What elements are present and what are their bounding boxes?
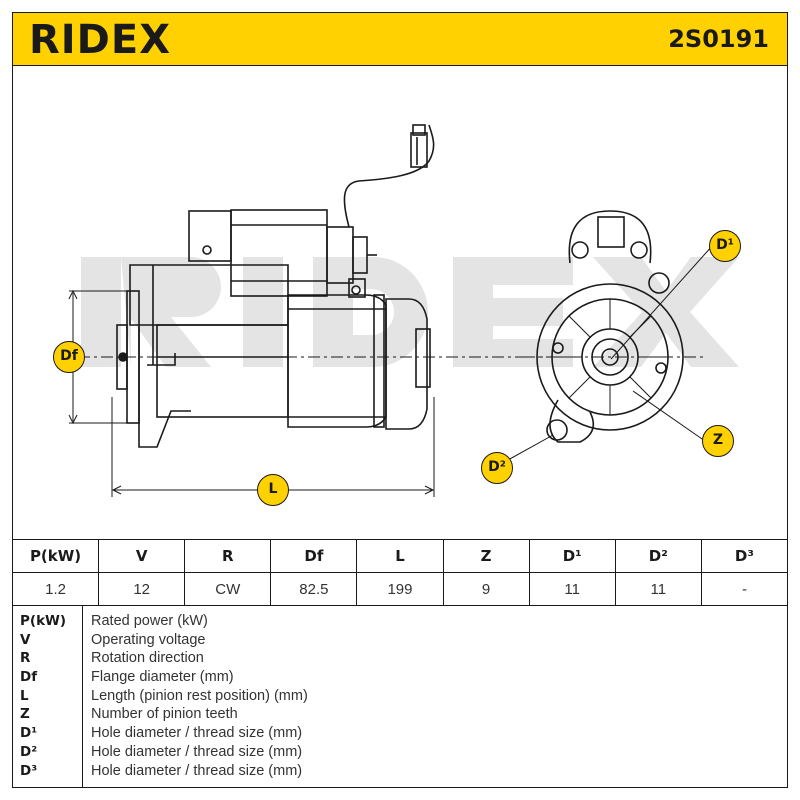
legend-key: D² <box>20 743 38 760</box>
specs-value-row: 1.2 12 CW 82.5 199 9 11 11 - <box>11 572 789 606</box>
value-d3: - <box>700 572 789 606</box>
legend-key: L <box>20 687 29 704</box>
legend-item: P(kW) Rated power (kW) <box>20 612 780 631</box>
dimension-badge-d1: D¹ <box>709 230 741 262</box>
legend-item: D³ Hole diameter / thread size (mm) <box>20 762 780 781</box>
header-d3: D³ <box>700 539 789 573</box>
legend-key: D³ <box>20 762 38 779</box>
legend: P(kW) Rated power (kW) V Operating volta… <box>20 612 780 780</box>
legend-item: Df Flange diameter (mm) <box>20 668 780 687</box>
value-flange-diameter: 82.5 <box>270 572 358 606</box>
legend-key: Z <box>20 706 30 723</box>
starter-motor-drawing <box>68 124 739 497</box>
header-rotation: R <box>184 539 272 573</box>
legend-key: R <box>20 650 31 667</box>
starter-side-view <box>116 124 435 448</box>
legend-desc: Rotation direction <box>91 650 204 667</box>
header-power: P(kW) <box>11 539 100 573</box>
legend-item: D² Hole diameter / thread size (mm) <box>20 743 780 762</box>
value-power: 1.2 <box>11 572 100 606</box>
legend-item: D¹ Hole diameter / thread size (mm) <box>20 724 780 743</box>
legend-item: L Length (pinion rest position) (mm) <box>20 687 780 706</box>
legend-desc: Number of pinion teeth <box>91 706 238 723</box>
dimension-badge-l: L <box>257 474 289 506</box>
legend-desc: Hole diameter / thread size (mm) <box>91 725 303 742</box>
value-rotation: CW <box>184 572 272 606</box>
technical-drawing: Df L D¹ D² Z <box>13 67 787 539</box>
legend-desc: Length (pinion rest position) (mm) <box>91 687 308 704</box>
legend-key: D¹ <box>20 725 38 742</box>
header-bar: RIDEX 2S0191 <box>12 12 788 66</box>
value-voltage: 12 <box>98 572 186 606</box>
content-frame <box>12 66 788 788</box>
value-length: 199 <box>356 572 444 606</box>
legend-item: V Operating voltage <box>20 631 780 650</box>
legend-desc: Hole diameter / thread size (mm) <box>91 743 303 760</box>
value-d1: 11 <box>528 572 616 606</box>
dimension-badge-z: Z <box>702 425 734 457</box>
legend-item: Z Number of pinion teeth <box>20 705 780 724</box>
legend-divider <box>82 606 83 788</box>
specs-header-row: P(kW) V R Df L Z D¹ D² D³ <box>11 539 789 573</box>
specs-table: P(kW) V R Df L Z D¹ D² D³ 1.2 12 CW 82.5… <box>11 539 789 606</box>
header-d2: D² <box>614 539 702 573</box>
dimension-badge-df: Df <box>53 341 85 373</box>
legend-desc: Flange diameter (mm) <box>91 669 234 686</box>
brand-logo: RIDEX <box>29 17 172 63</box>
dimension-badge-d2: D² <box>481 452 513 484</box>
leader-lines-front <box>498 244 714 466</box>
legend-key: P(kW) <box>20 613 67 629</box>
watermark-logo <box>81 257 739 367</box>
header-voltage: V <box>98 539 186 573</box>
legend-desc: Hole diameter / thread size (mm) <box>91 762 303 779</box>
legend-desc: Rated power (kW) <box>91 613 208 629</box>
part-number: 2S0191 <box>668 25 769 53</box>
value-teeth: 9 <box>442 572 530 606</box>
legend-key: Df <box>20 669 38 686</box>
header-teeth: Z <box>442 539 530 573</box>
header-d1: D¹ <box>528 539 616 573</box>
header-length: L <box>356 539 444 573</box>
value-d2: 11 <box>614 572 702 606</box>
legend-desc: Operating voltage <box>91 631 206 648</box>
legend-key: V <box>20 631 31 648</box>
legend-item: R Rotation direction <box>20 649 780 668</box>
header-flange-diameter: Df <box>270 539 358 573</box>
